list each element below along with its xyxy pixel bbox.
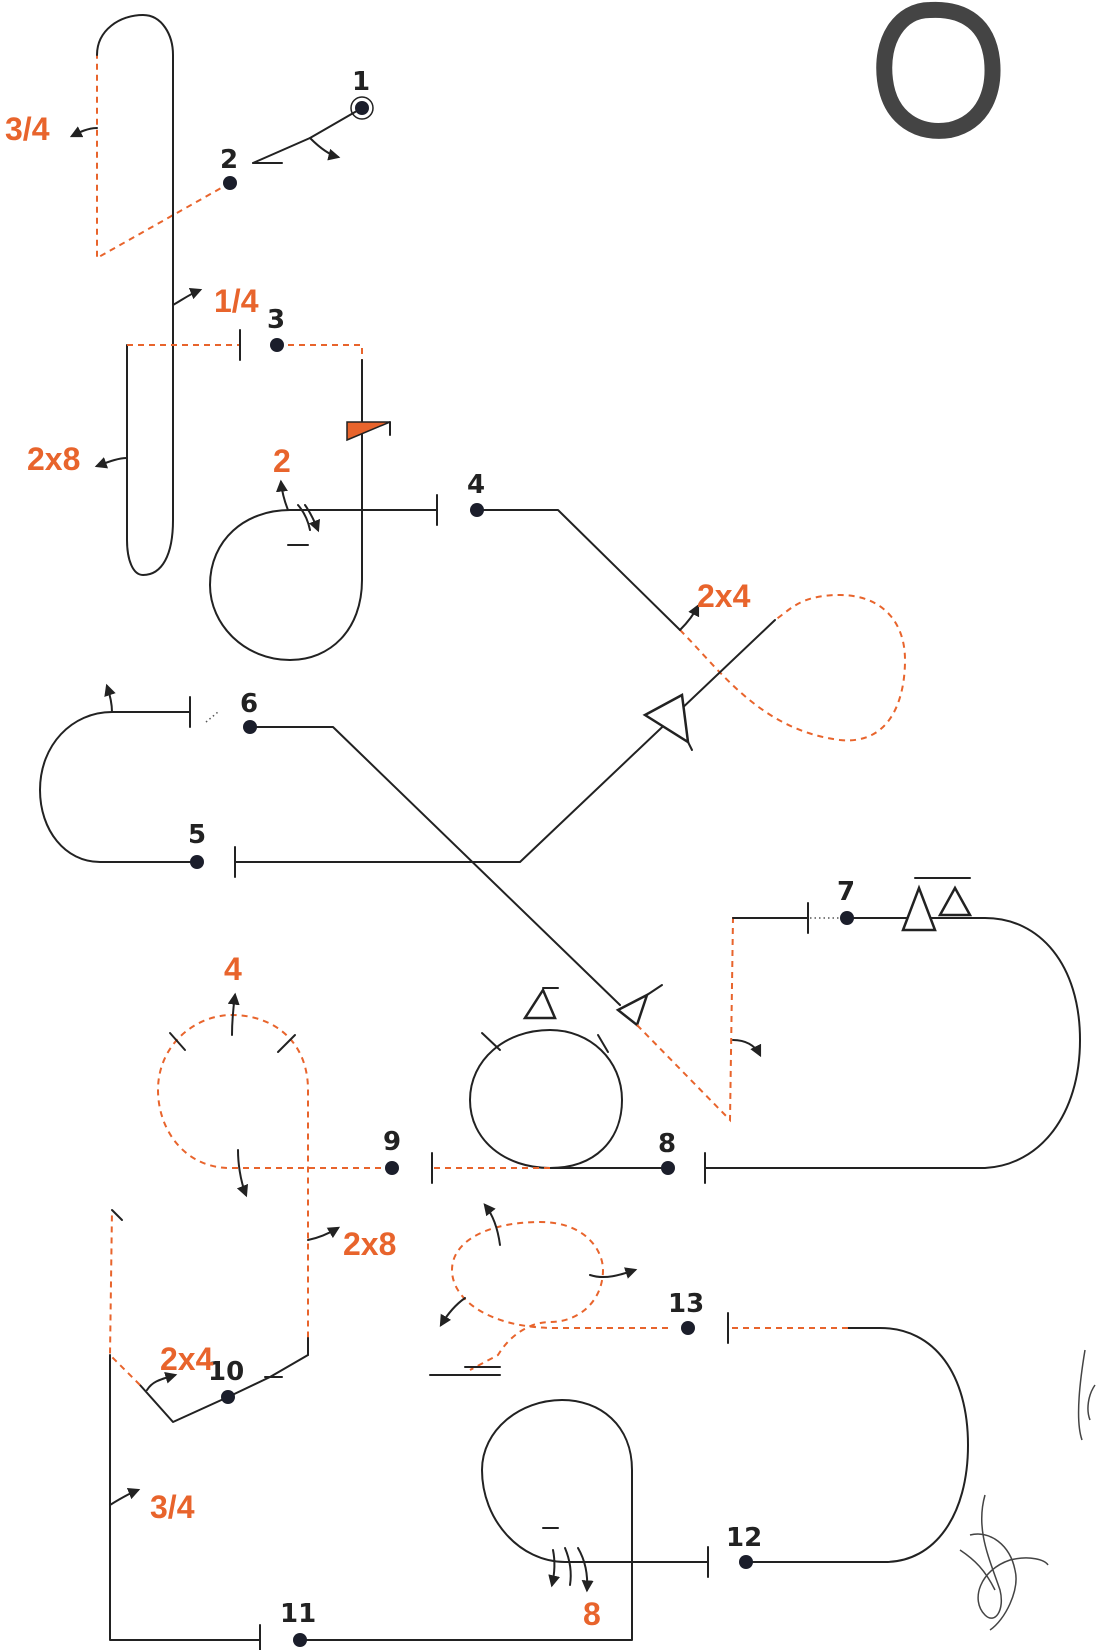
figure-1-2 (69, 14, 374, 576)
label-1-4: 1/4 (214, 283, 259, 319)
node-13-number: 13 (668, 1289, 704, 1319)
figure-3-4 (209, 359, 438, 661)
label-2x4-lower: 2x4 (160, 1341, 214, 1377)
label-2x4-figure8: 2x4 (697, 578, 751, 614)
node-5-dot (190, 855, 204, 869)
node-1-number: 1 (352, 67, 370, 97)
label-4: 4 (224, 951, 242, 987)
figure-4-5 (39, 509, 907, 878)
snap-triangle-icon (615, 992, 650, 1028)
figure-8-9 (431, 987, 669, 1184)
figure-10-11 (109, 1354, 709, 1650)
node-4-number: 4 (467, 470, 485, 500)
node-7-number: 7 (837, 877, 855, 907)
label-2x8-mid: 2x8 (343, 1226, 396, 1262)
node-2-number: 2 (220, 145, 238, 175)
node-11-number: 11 (280, 1599, 316, 1629)
roll-triangle-up-icon (522, 987, 557, 1020)
roll-triangle-icon (642, 693, 690, 745)
start-circle-icon (350, 96, 374, 120)
node-5-number: 5 (188, 820, 206, 850)
node-4-dot (470, 503, 484, 517)
node-10-number: 10 (208, 1357, 244, 1387)
signature (959, 1349, 1096, 1631)
label-8: 8 (583, 1596, 601, 1632)
node-6-dot (243, 720, 257, 734)
node-2-dot (223, 176, 237, 190)
oval-logo-mark (876, 1, 1001, 139)
label-3-4-top: 3/4 (5, 111, 50, 147)
figure-6-7 (249, 726, 1081, 1184)
node-8-number: 8 (658, 1129, 676, 1159)
node-7-dot (840, 911, 854, 925)
roll-triangle-up-icon (901, 884, 937, 932)
roll-triangle-up-icon (937, 885, 973, 917)
node-9-dot (385, 1161, 399, 1175)
node-13-dot (681, 1321, 695, 1335)
label-2: 2 (273, 443, 291, 479)
node-6-number: 6 (240, 689, 258, 719)
node-10-dot (221, 1390, 235, 1404)
node-numbers: 1 2 3 4 5 6 7 8 9 10 11 12 13 (188, 67, 855, 1629)
label-2x8-left: 2x8 (27, 441, 80, 477)
node-3-dot (270, 338, 284, 352)
snap-flag-icon (346, 421, 391, 442)
operation-labels: 3/4 1/4 2x8 2 2x4 4 2x8 2x4 3/4 8 (5, 111, 751, 1632)
node-1-dot (355, 101, 369, 115)
node-12-number: 12 (726, 1523, 762, 1553)
figure-9-10 (108, 992, 392, 1423)
node-3-number: 3 (267, 305, 285, 335)
dashed-path (96, 55, 231, 260)
figure-12-13 (429, 1203, 969, 1563)
node-9-number: 9 (383, 1127, 401, 1157)
node-8-dot (661, 1161, 675, 1175)
node-12-dot (739, 1555, 753, 1569)
label-3-4-bottom: 3/4 (150, 1489, 195, 1525)
node-dots (190, 101, 854, 1647)
node-11-dot (293, 1633, 307, 1647)
